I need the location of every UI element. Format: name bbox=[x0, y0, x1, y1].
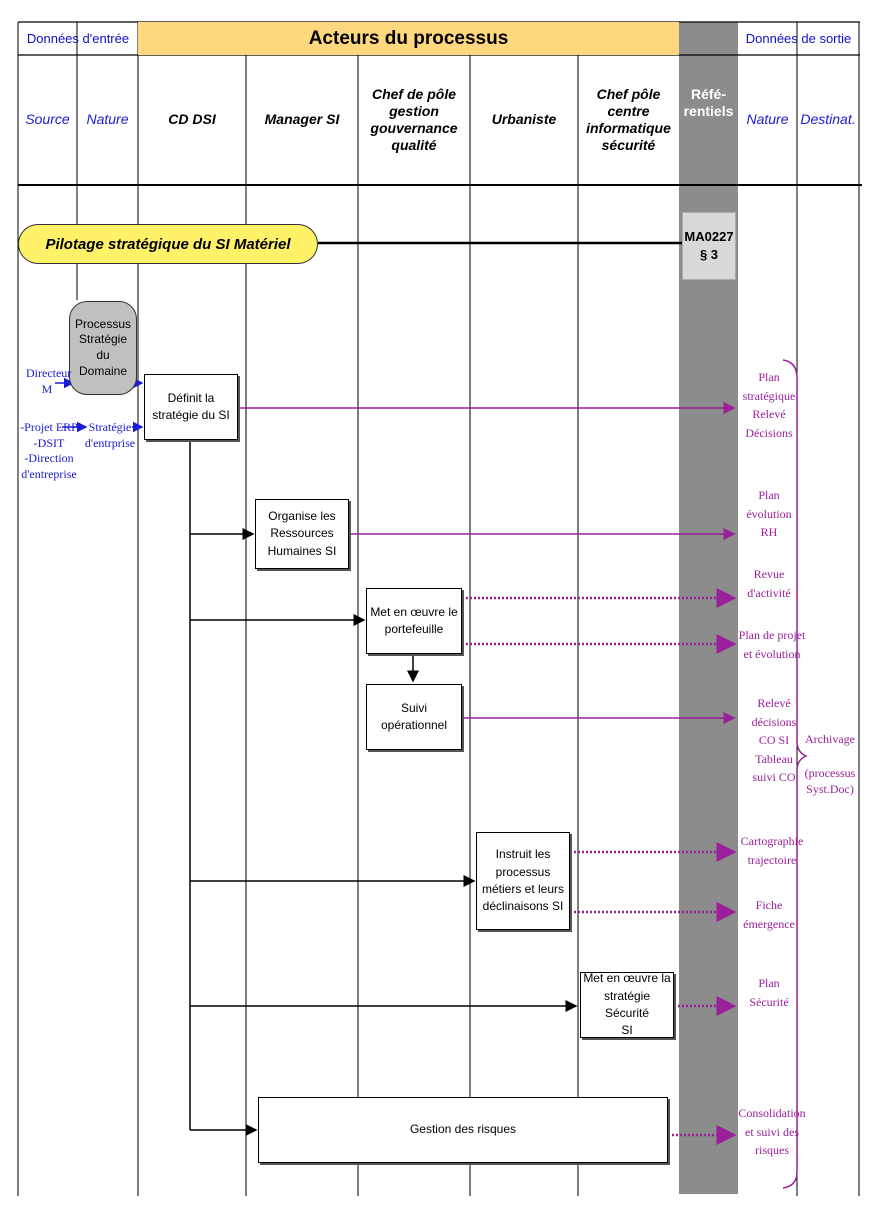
activity-ressources-humaines: Organise les Ressources Humaines SI bbox=[255, 499, 349, 569]
activity-processus-metiers: Instruit les processus métiers et leurs … bbox=[476, 832, 570, 930]
output-plan-strategique: Plan stratégique Relevé Décisions bbox=[742, 370, 796, 440]
output-plan-evolution-rh: Plan évolution RH bbox=[746, 488, 792, 540]
output-plan-projet: Plan de projet et évolution bbox=[738, 628, 806, 661]
control-flow bbox=[189, 441, 578, 1136]
output-releve-decisions-co: Relevé décisions CO SI Tableau suivi CO bbox=[751, 696, 797, 785]
process-strategie-domaine: Processus Stratégie du Domaine bbox=[69, 301, 137, 395]
col-destination: Destinat. bbox=[800, 111, 856, 128]
header-inputs: Données d'entrée bbox=[26, 31, 130, 46]
output-plan-securite: Plan Sécurité bbox=[749, 976, 789, 1009]
col-nature-out: Nature bbox=[746, 111, 789, 128]
col-manager-si: Manager SI bbox=[264, 111, 340, 128]
output-consolidation-risques: Consolidation et suivi des risques bbox=[738, 1106, 806, 1158]
activity-suivi-operationnel: Suivi opérationnel bbox=[366, 684, 462, 750]
activity-definit-strategie: Définit la stratégie du SI bbox=[144, 374, 238, 440]
activity-gestion-risques: Gestion des risques bbox=[258, 1097, 668, 1163]
col-chef-gouvernance: Chef de pôle gestion gouvernance qualité bbox=[370, 85, 458, 154]
col-nature-in: Nature bbox=[86, 111, 129, 128]
col-cd-dsi: CD DSI bbox=[168, 111, 216, 128]
header-outputs: Données de sortie bbox=[745, 31, 852, 46]
col-source: Source bbox=[25, 111, 70, 128]
output-revue-activite: Revue d'activité bbox=[747, 567, 791, 600]
output-cartographie: Cartographie trajectoire bbox=[740, 834, 804, 867]
referentiels-band bbox=[679, 22, 738, 1194]
input-source-directeur: Directeur M bbox=[26, 366, 72, 396]
activity-portefeuille: Met en œuvre le portefeuille bbox=[366, 588, 462, 654]
output-arrows bbox=[238, 402, 737, 1145]
col-chef-securite: Chef pôle centre informatique sécurité bbox=[586, 85, 671, 154]
archive-brace bbox=[782, 359, 808, 1189]
destination-archivage: Archivage (processus Syst.Doc) bbox=[804, 732, 856, 797]
input-source-projets: -Projet ERP -DSIT -Direction d'entrepris… bbox=[20, 420, 78, 481]
activity-strategie-securite: Met en œuvre la stratégie Sécurité SI bbox=[580, 971, 674, 1038]
col-urbaniste: Urbaniste bbox=[491, 111, 557, 128]
col-referentiels: Réfé- rentiels bbox=[683, 85, 734, 119]
phase-banner: Pilotage stratégique du SI Matériel bbox=[18, 224, 318, 264]
referentiel-badge: MA0227 § 3 bbox=[682, 212, 736, 280]
input-nature-strategie: Stratégie d'entrprise bbox=[84, 420, 136, 450]
output-fiche-emergence: Fiche émergence bbox=[743, 898, 795, 931]
header-actors: Acteurs du processus bbox=[138, 22, 679, 55]
